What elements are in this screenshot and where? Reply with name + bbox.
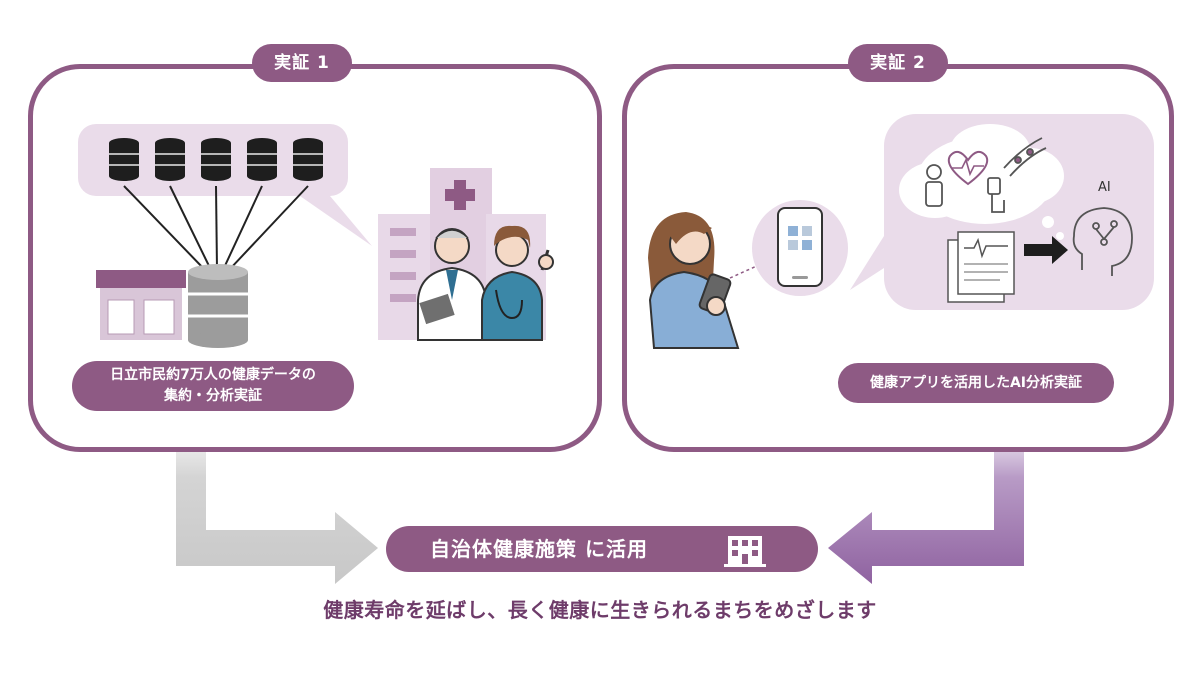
ai-brain-icon (1072, 207, 1133, 276)
database-icon (247, 138, 277, 181)
arrow-right-icon (1024, 236, 1068, 264)
panel-2-badge: 実証 2 (848, 44, 948, 82)
panel-1-caption: 日立市民約7万人の健康データの 集約・分析実証 (72, 361, 354, 411)
database-icon (293, 138, 323, 181)
person-health-icon (925, 164, 943, 207)
database-icons (109, 138, 323, 181)
gray-flow-arrow (176, 420, 378, 584)
ai-label: AI (1098, 180, 1111, 195)
blood-vessel-icon (1003, 137, 1047, 177)
slogan: 健康寿命を延ばし、長く健康に生きられるまちをめざします (323, 598, 877, 622)
central-database-icon (188, 264, 248, 348)
heart-icon (947, 150, 989, 186)
nurse-icon (481, 225, 554, 341)
finger-sensor-icon (987, 177, 1005, 213)
panel-1-caption-line1: 日立市民約7万人の健康データの (110, 367, 316, 383)
database-icon (109, 138, 139, 181)
database-icon (201, 138, 231, 181)
cloud-tail (850, 236, 884, 290)
result-banner: 自治体健康施策 に活用 (386, 526, 818, 572)
municipal-building-icon (724, 536, 766, 567)
cloud-tail (300, 196, 372, 246)
woman-with-phone-icon (648, 212, 740, 349)
health-report-icon (947, 231, 1015, 303)
thought-bubble (899, 124, 1064, 240)
panel-1-caption-line2: 集約・分析実証 (164, 388, 262, 404)
shop-building-icon (96, 270, 186, 340)
panel-2-caption: 健康アプリを活用したAI分析実証 (838, 363, 1114, 403)
doctor-icon (417, 228, 487, 341)
panel-1-badge: 実証 1 (252, 44, 352, 82)
smartphone-icon (777, 207, 823, 287)
purple-flow-arrow (828, 420, 1024, 584)
database-icon (155, 138, 185, 181)
result-label: 自治体健康施策 に活用 (430, 537, 648, 561)
